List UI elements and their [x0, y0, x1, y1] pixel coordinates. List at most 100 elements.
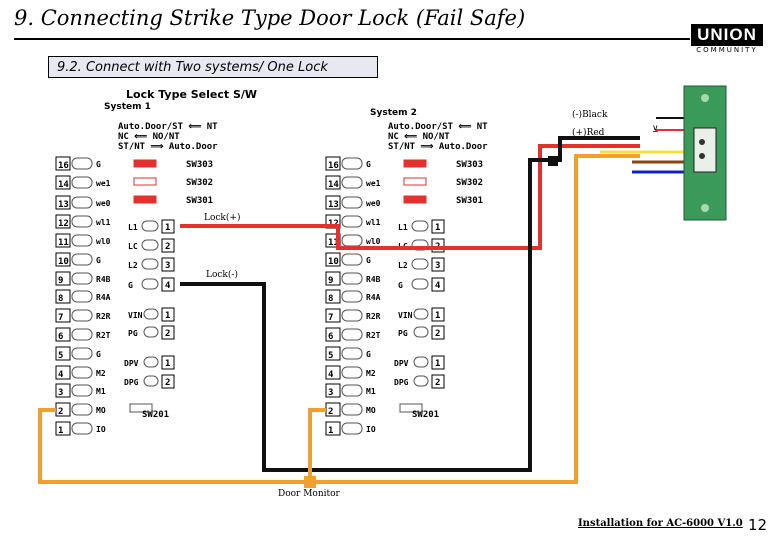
pin-label: we1 — [96, 179, 111, 188]
pin-number: 10 — [58, 257, 69, 267]
pin-number: 7 — [328, 313, 333, 323]
terminal-screw — [341, 328, 363, 341]
pin-number: 14 — [58, 180, 69, 190]
pin-number-box — [325, 383, 341, 398]
lock-type-label: Lock Type Select S/W — [126, 88, 258, 101]
pin-label: wl0 — [366, 237, 381, 246]
lock-minus-label: Lock(-) — [206, 270, 238, 280]
pin-number: 3 — [328, 388, 333, 398]
pin-number-box — [55, 271, 71, 286]
right-pin-box — [161, 277, 175, 292]
pin-number-box — [325, 421, 341, 436]
pin-number-box — [55, 195, 71, 210]
terminal-screw — [411, 220, 429, 232]
terminal-screw — [141, 220, 159, 232]
pin-label: wl0 — [96, 237, 111, 246]
pin-label: IO — [96, 425, 106, 434]
sys1-sw201: SW201 — [142, 410, 170, 420]
pin-label: G — [366, 350, 371, 359]
pin-label: R4A — [96, 293, 111, 302]
pin-number-box — [55, 252, 71, 267]
sys1-legend-2: NC ⟸ NO/NT — [118, 132, 180, 142]
right-pin-box — [431, 325, 445, 340]
right-pin-label: L1 — [398, 223, 408, 232]
terminal-screw — [341, 403, 363, 416]
pin-number: 9 — [328, 276, 333, 286]
right-pin-box — [161, 257, 175, 272]
terminal-screw — [341, 253, 363, 266]
terminal-screw — [413, 375, 429, 387]
sys2-sw201: SW201 — [412, 410, 440, 420]
pin-label: R4A — [366, 293, 381, 302]
pin-number-box — [325, 156, 341, 171]
pin-label: M2 — [366, 369, 376, 378]
terminal-screw — [141, 258, 159, 270]
sys1-sw301: SW301 — [186, 196, 214, 206]
right-pin-label: DPG — [124, 378, 139, 387]
junction-square — [548, 156, 558, 166]
sw201-switch — [399, 403, 423, 413]
logo-subtext: COMMUNITY — [696, 46, 758, 54]
right-pin-box — [161, 238, 175, 253]
right-pin-number: 2 — [165, 329, 170, 339]
right-pin-label: DPV — [124, 359, 139, 368]
pin-number: 16 — [328, 161, 339, 171]
pin-number: 9 — [58, 276, 63, 286]
terminal-screw — [71, 272, 93, 285]
logo-wordmark: UNION — [691, 24, 763, 46]
right-pin-label: PG — [128, 329, 138, 338]
terminal-screw — [71, 366, 93, 379]
sys2-sw302: SW302 — [456, 178, 484, 188]
title-rule — [14, 38, 690, 40]
strike-door-lock: ⊻ — [652, 85, 727, 221]
right-pin-label: L2 — [398, 261, 408, 270]
right-pin-box — [161, 325, 175, 340]
pin-number-box — [55, 327, 71, 342]
pin-label: G — [96, 160, 101, 169]
sys1-legend-1: Auto.Door/ST ⟸ NT — [118, 122, 218, 132]
sys1-legend-3: ST/NT ⟹ Auto.Door — [118, 142, 218, 152]
right-pin-box — [431, 355, 445, 370]
right-pin-box — [161, 374, 175, 389]
terminal-screw — [143, 356, 159, 368]
right-pin-label: DPG — [394, 378, 409, 387]
terminal-screw — [341, 157, 363, 170]
switch-bar — [133, 195, 157, 204]
sys2-legend-1: Auto.Door/ST ⟸ NT — [388, 122, 488, 132]
right-pin-number: 2 — [435, 378, 440, 388]
pin-number: 3 — [58, 388, 63, 398]
right-pin-number: 4 — [435, 281, 441, 291]
system1-label: System 1 — [104, 102, 151, 112]
pin-number-box — [55, 308, 71, 323]
terminal-screw — [341, 366, 363, 379]
terminal-screw — [71, 157, 93, 170]
right-pin-label: DPV — [394, 359, 409, 368]
right-pin-number: 2 — [435, 329, 440, 339]
pin-label: MO — [366, 406, 376, 415]
wire-lock-minus — [180, 136, 640, 472]
right-pin-label: L1 — [128, 223, 138, 232]
pin-number: 11 — [328, 238, 339, 248]
terminal-screw — [411, 278, 429, 290]
pin-number: 1 — [58, 426, 63, 436]
terminal-screw — [341, 384, 363, 397]
pin-label: R2T — [366, 331, 381, 340]
pin-number-box — [325, 195, 341, 210]
pin-number-box — [55, 156, 71, 171]
pin-label: IO — [366, 425, 376, 434]
pin-label: G — [96, 256, 101, 265]
pin-label: G — [366, 160, 371, 169]
terminal-screw — [143, 375, 159, 387]
pin-number: 5 — [328, 351, 333, 361]
pin-number-box — [325, 346, 341, 361]
terminal-screw — [413, 356, 429, 368]
terminal-screw — [413, 326, 429, 338]
terminal-screw — [71, 196, 93, 209]
pin-number: 2 — [58, 407, 63, 417]
pin-number: 16 — [58, 161, 69, 171]
right-pin-number: 1 — [435, 359, 440, 369]
switch-bar — [403, 195, 427, 204]
terminal-screw — [341, 196, 363, 209]
